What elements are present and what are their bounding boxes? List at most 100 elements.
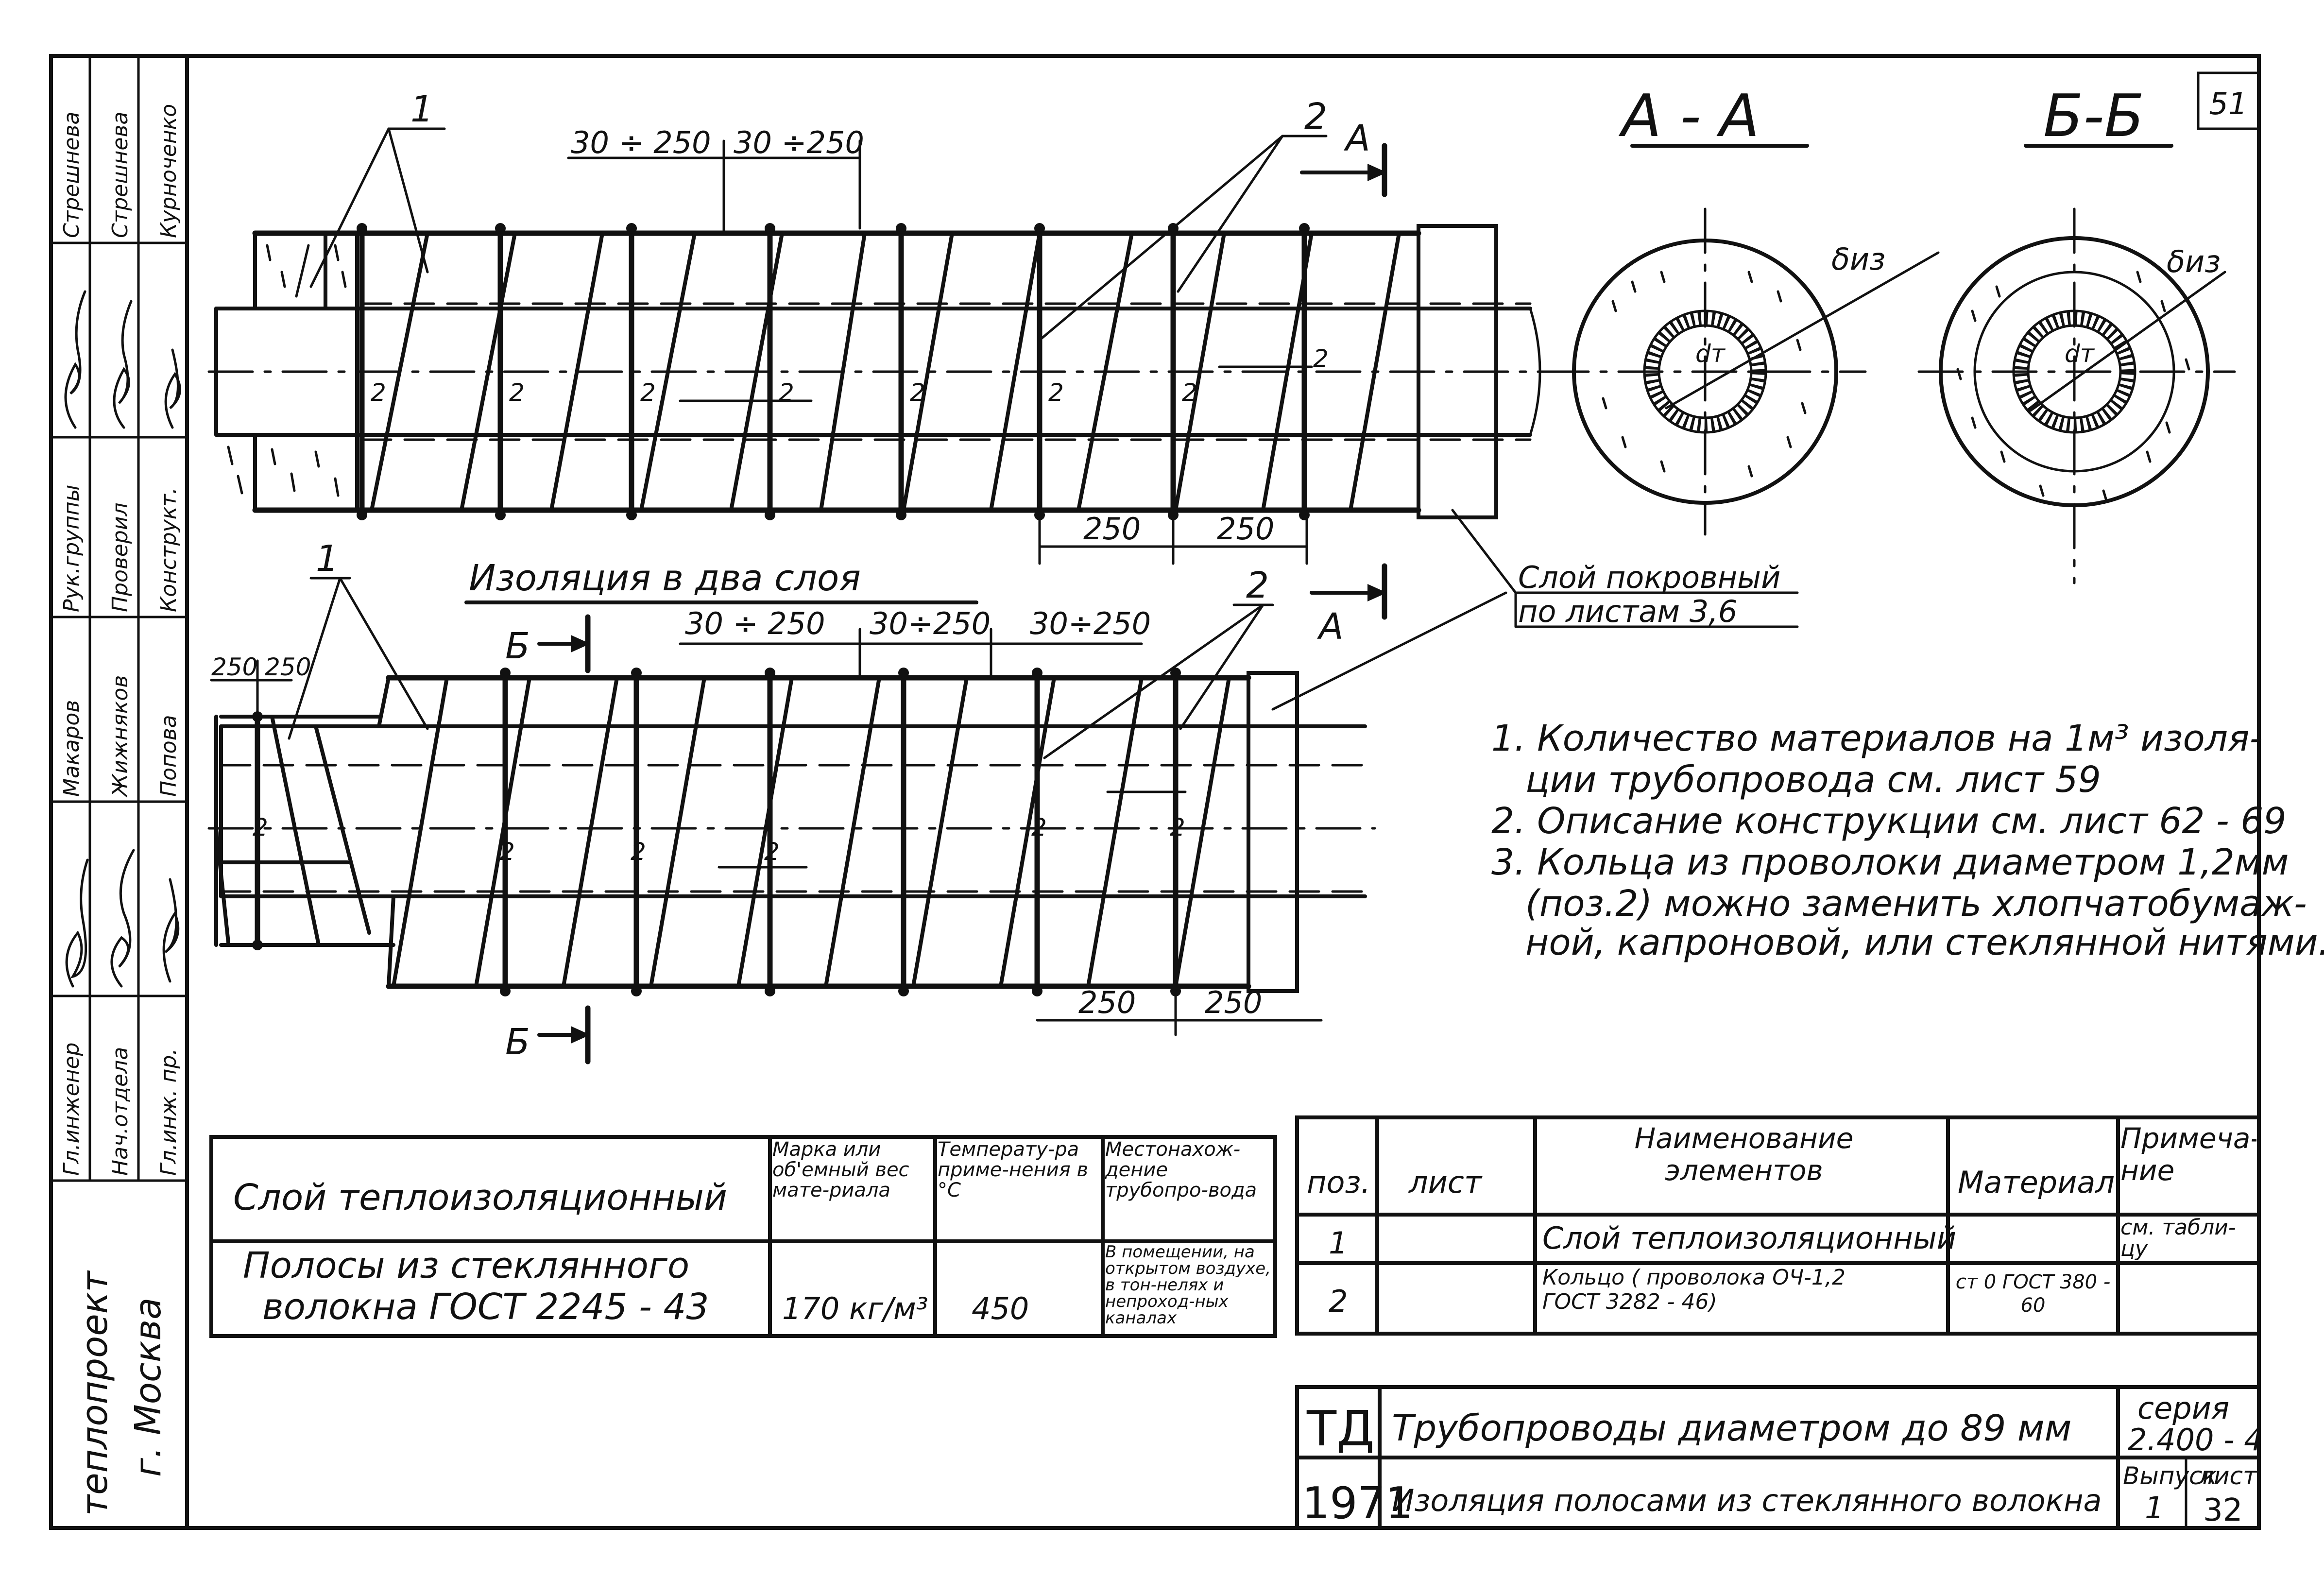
org-name: теплопроект (74, 1270, 116, 1516)
svg-text:Материал: Материал (1958, 1165, 2115, 1200)
svg-text:1: 1 (2145, 1490, 2164, 1526)
svg-text:2: 2 (631, 838, 646, 866)
stamp-name-3: Попова (156, 715, 181, 797)
svg-text:Слой теплоизоляционный: Слой теплоизоляционный (233, 1177, 727, 1218)
stamp-role-1: Гл.инженер (59, 1043, 84, 1176)
org-city: г. Москва (127, 1298, 169, 1477)
spec-table: поз. лист Наименование элементов Материа… (1295, 1115, 2261, 1336)
note-line-6: ной, капроновой, или стеклянной нитями. (1525, 922, 2324, 963)
svg-text:2: 2 (1170, 813, 1185, 841)
svg-text:450: 450 (972, 1291, 1029, 1326)
title-block: ТД 1971 Трубопроводы диаметром до 89 мм … (1295, 1385, 2263, 1530)
svg-text:2: 2 (1182, 378, 1197, 407)
svg-text:2: 2 (1329, 1284, 1348, 1319)
dim-top-2: 30 ÷250 (734, 125, 864, 160)
svg-text:Б: Б (505, 625, 530, 667)
stamp-name-2: Жижняков (108, 675, 133, 798)
svg-text:Б-Б: Б-Б (2043, 83, 2144, 150)
general-notes: 1. Количество материалов на 1м³ изоля- ц… (1491, 718, 2324, 963)
dim-top-1: 30 ÷ 250 (571, 125, 711, 160)
svg-text:Выпуск: Выпуск (2123, 1462, 2217, 1490)
svg-text:30÷250: 30÷250 (1030, 606, 1151, 641)
stamp-name-4: Стрешнева (59, 112, 84, 238)
cut-a-top: А (1344, 118, 1370, 159)
svg-text:δиз: δиз (2167, 244, 2221, 279)
svg-text:1: 1 (316, 538, 339, 580)
svg-text:2: 2 (371, 378, 386, 407)
svg-text:2: 2 (1246, 565, 1269, 606)
svg-text:Слой покровный: Слой покровный (1518, 560, 1780, 595)
svg-text:лист: лист (1408, 1165, 1483, 1200)
stamp-role-5: Проверил (108, 502, 133, 612)
stamp-role-4: Рук.группы (59, 485, 84, 613)
svg-text:2: 2 (1048, 378, 1064, 407)
signature-2 (110, 849, 135, 988)
svg-text:2: 2 (764, 838, 780, 866)
dim-ring-1: 250 (1083, 511, 1141, 547)
svg-text:30 ÷ 250: 30 ÷ 250 (685, 606, 825, 641)
svg-text:волокна ГОСТ 2245 - 43: волокна ГОСТ 2245 - 43 (262, 1286, 709, 1328)
svg-text:Слой теплоизоляционный: Слой теплоизоляционный (1542, 1220, 1956, 1256)
svg-text:1971: 1971 (1302, 1478, 1413, 1529)
svg-text:32: 32 (2203, 1492, 2242, 1528)
outer-frame (49, 54, 2261, 1530)
svg-text:2: 2 (253, 813, 268, 841)
svg-text:250: 250 (1205, 985, 1262, 1020)
svg-text:лист: лист (2198, 1462, 2258, 1490)
svg-text:Б: Б (505, 1021, 530, 1063)
svg-text:30÷250: 30÷250 (870, 606, 991, 641)
sheet-number: 51 (2209, 86, 2248, 121)
svg-text:2: 2 (910, 378, 925, 407)
dim-ring-2: 250 (1217, 511, 1274, 547)
note-line-1: 1. Количество материалов на 1м³ изоля- (1491, 718, 2262, 759)
svg-text:170 кг/м³: 170 кг/м³ (782, 1291, 928, 1326)
svg-text:250: 250 (1078, 985, 1136, 1020)
layer-table: Слой теплоизоляционный Марка или об'емны… (209, 1135, 1277, 1338)
stamp-role-3: Гл.инж. пр. (156, 1048, 181, 1176)
left-stamp: Макаров Жижняков Попова Стрешнева Стрешн… (50, 54, 188, 1516)
signature-1 (65, 858, 89, 988)
stamp-name-1: Макаров (59, 700, 84, 797)
svg-text:А - А: А - А (1618, 83, 1760, 150)
note-line-5: (поз.2) можно заменить хлопчатобумаж- (1525, 883, 2307, 925)
svg-text:А: А (1317, 606, 1344, 648)
cover-layer-note: Слой покровный по листам 3,6 (1271, 509, 1799, 711)
pipe-single-layer: 2 2 2 2 2 2 2 2 30 ÷ 250 30 ÷250 250 250… (207, 88, 1556, 565)
svg-text:2: 2 (499, 838, 515, 866)
svg-text:ТД: ТД (1306, 1400, 1374, 1457)
stamp-role-2: Нач.отдела (108, 1047, 133, 1176)
svg-text:250: 250 (265, 653, 311, 681)
svg-text:2: 2 (1031, 813, 1047, 841)
svg-text:250: 250 (211, 653, 257, 681)
svg-text:dт: dт (2065, 340, 2095, 368)
signature-3 (162, 878, 180, 983)
svg-text:δиз: δиз (1831, 241, 1885, 277)
svg-text:серия: серия (2137, 1390, 2229, 1426)
signature-4 (64, 290, 86, 429)
note-line-4: 3. Кольца из проволоки диаметром 1,2мм (1491, 841, 2289, 883)
svg-text:2: 2 (779, 378, 794, 407)
sheet-number-box (2197, 71, 2260, 130)
note-line-2: ции трубопровода см. лист 59 (1525, 759, 2101, 801)
section-bb: Б-Б δиз dт (1917, 83, 2236, 584)
svg-text:dт: dт (1695, 340, 1726, 368)
drawing-title: Трубопроводы диаметром до 89 мм (1392, 1407, 2071, 1449)
stamp-name-6: Курноченко (156, 104, 181, 238)
note-line-3: 2. Описание конструкции см. лист 62 - 69 (1491, 800, 2286, 842)
pipe-two-layer: Изоляция в два слоя (207, 538, 1387, 1064)
signature-6 (164, 348, 181, 429)
svg-text:1: 1 (410, 88, 433, 130)
svg-text:2.400 - 4: 2.400 - 4 (2128, 1422, 2263, 1458)
svg-text:2: 2 (640, 378, 656, 407)
svg-text:Полосы из стеклянного: Полосы из стеклянного (243, 1245, 689, 1286)
svg-text:1: 1 (1329, 1225, 1348, 1261)
svg-text:по листам 3,6: по листам 3,6 (1518, 594, 1737, 629)
section-aa: А - А δиз dт (1543, 83, 1940, 536)
stamp-name-5: Стрешнева (108, 112, 133, 238)
svg-text:поз.: поз. (1307, 1165, 1370, 1200)
svg-text:2: 2 (1313, 344, 1329, 373)
svg-text:2: 2 (1304, 96, 1327, 137)
drawing-subtitle: Изоляция полосами из стеклянного волокна (1392, 1483, 2102, 1518)
stamp-role-6: Конструкт. (156, 487, 181, 612)
